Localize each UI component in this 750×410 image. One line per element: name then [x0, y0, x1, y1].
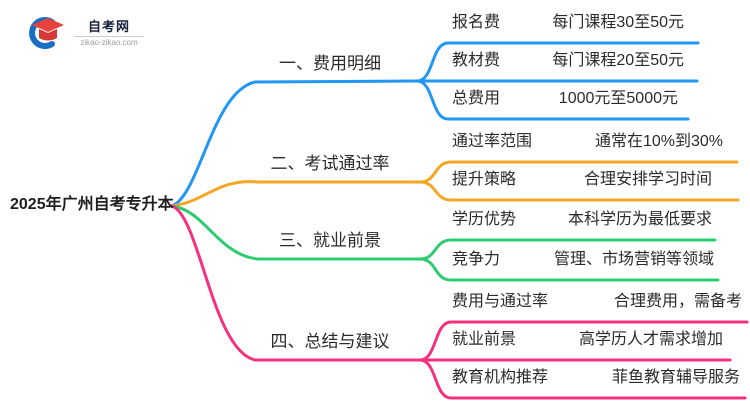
logo-divider [74, 36, 144, 37]
leaf-value: 合理费用，需备考 [613, 293, 742, 310]
leaf-value: 1000元至5000元 [558, 90, 678, 107]
graduation-cap-icon [29, 17, 64, 49]
leaf-value: 合理安排学习时间 [583, 171, 712, 188]
leaf-label: 就业前景 [452, 331, 517, 348]
branch-label-fee: 一、费用明细 [279, 54, 381, 73]
site-logo: 自考网 zikao-zikao.com [26, 14, 144, 52]
branch-passrate-lines [170, 160, 740, 208]
leaf-value: 高学历人才需求增加 [578, 331, 723, 348]
leaf-label: 报名费 [452, 14, 501, 31]
leaf-label: 学历优势 [452, 211, 517, 228]
branch-label-passrate: 二、考试通过率 [270, 154, 390, 173]
leaf-label: 教材费 [452, 52, 501, 69]
logo-domain-text: zikao-zikao.com [80, 38, 138, 47]
leaf-value: 本科学历为最低要求 [567, 211, 712, 228]
central-topic: 2025年广州自考专升本 [10, 196, 174, 213]
branch-fee-lines [170, 41, 700, 208]
leaf-value: 通常在10%到30% [594, 133, 723, 150]
leaf-label: 教育机构推荐 [452, 369, 549, 386]
branch-career-lines [170, 204, 720, 282]
leaf-label: 竞争力 [452, 251, 501, 268]
logo-brand-text: 自考网 [87, 19, 130, 34]
leaf-value: 每门课程30至50元 [552, 14, 684, 31]
leaf-value: 每门课程20至50元 [552, 52, 684, 69]
leaf-label: 提升策略 [452, 171, 517, 188]
leaf-label: 总费用 [452, 90, 501, 107]
branch-label-career: 三、就业前景 [279, 231, 381, 250]
leaf-value: 管理、市场营销等领域 [553, 251, 714, 268]
leaf-label: 费用与通过率 [452, 293, 549, 310]
leaf-label: 通过率范围 [452, 133, 533, 150]
branch-summary-lines [170, 204, 749, 400]
branch-label-summary: 四、总结与建议 [270, 332, 390, 351]
leaf-value: 菲鱼教育辅导服务 [611, 369, 740, 386]
